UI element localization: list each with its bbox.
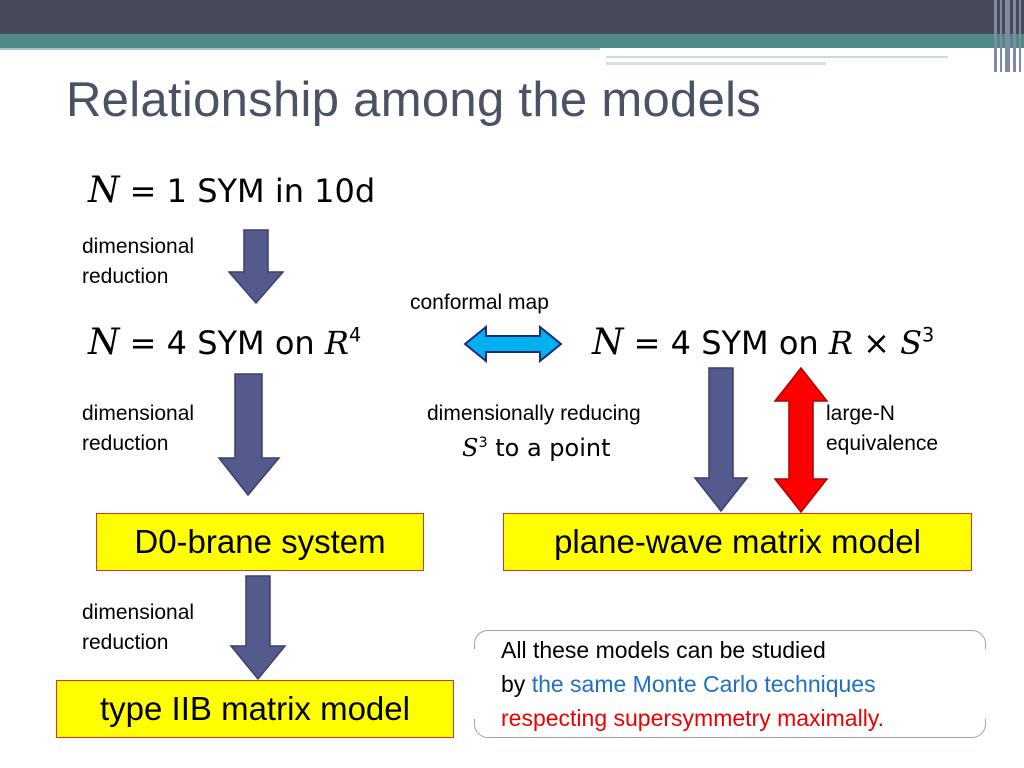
- down-arrow-icon: [229, 575, 287, 681]
- note-line-2: by the same Monte Carlo techniques: [501, 667, 985, 701]
- calligraphic-n: N: [592, 322, 624, 363]
- header-stripe: [994, 0, 997, 72]
- note-blue-text: the same Monte Carlo techniques: [531, 671, 876, 697]
- down-arrow-icon: [217, 373, 281, 497]
- note-line-3: respecting supersymmetry maximally.: [501, 705, 885, 731]
- label-line: dimensional: [82, 402, 195, 425]
- label-line: large-N: [826, 402, 895, 425]
- bracket-gap: [983, 649, 989, 719]
- expr-text: = 1 SYM in 10d: [129, 172, 376, 210]
- double-arrow-red-icon: [773, 366, 829, 514]
- label-line: dimensional: [82, 601, 195, 624]
- label-line: equivalence: [826, 432, 939, 455]
- expr-text: = 4 SYM on: [129, 324, 325, 362]
- note-prefix: by: [501, 671, 532, 697]
- down-arrow-icon: [227, 229, 285, 305]
- times-sign: ×: [852, 324, 901, 362]
- calligraphic-n: N: [88, 322, 120, 363]
- box-type-iib-matrix-model: type IIB matrix model: [56, 680, 454, 738]
- superscript: 4: [348, 323, 362, 347]
- note-callout: All these models can be studied by the s…: [471, 630, 989, 738]
- label-conformal-map: conformal map: [410, 291, 549, 314]
- expr-n4-sym-r4: N = 4 SYM on R4: [88, 322, 361, 363]
- superscript: 3: [478, 435, 488, 452]
- label-large-n-equivalence: large-N equivalence: [826, 399, 938, 459]
- header-stripe: [1019, 0, 1021, 72]
- label-line: reduction: [82, 432, 169, 455]
- superscript: 3: [922, 323, 935, 347]
- down-arrow-icon: [693, 367, 749, 513]
- label-line: dimensional: [82, 235, 195, 258]
- math-r: R: [324, 324, 349, 362]
- header-teal-bar: [0, 34, 1024, 48]
- header-thin-line: [606, 56, 948, 58]
- label-line: reduction: [82, 631, 169, 654]
- header-thin-line: [0, 48, 600, 50]
- label-text: to a point: [487, 434, 611, 462]
- box-d0-brane-system: D0-brane system: [96, 513, 424, 571]
- label-dimensional-reduction-2: dimensional reduction: [82, 399, 194, 459]
- label-dimensionally-reducing: dimensionally reducing: [427, 402, 641, 425]
- bracket-gap: [471, 649, 477, 719]
- calligraphic-n: N: [88, 170, 120, 211]
- math-r: R: [828, 324, 853, 362]
- expr-n1-sym-10d: N = 1 SYM in 10d: [88, 170, 375, 211]
- expr-text: = 4 SYM on: [633, 324, 829, 362]
- header-stripe: [1013, 0, 1016, 72]
- math-s: S: [900, 324, 923, 362]
- header-stripe: [1000, 0, 1002, 72]
- box-plane-wave-matrix-model: plane-wave matrix model: [503, 513, 972, 571]
- math-s: S: [462, 434, 479, 462]
- header-dark-bar: [0, 0, 1024, 34]
- label-dimensional-reduction-3: dimensional reduction: [82, 598, 194, 658]
- label-s3-to-point: S3 to a point: [462, 434, 611, 462]
- double-arrow-blue-icon: [463, 324, 563, 364]
- note-line-1: All these models can be studied: [501, 637, 826, 663]
- label-line: reduction: [82, 265, 169, 288]
- header-thin-line: [606, 62, 826, 65]
- slide-title: Relationship among the models: [66, 73, 762, 127]
- header-stripe: [1005, 0, 1010, 72]
- label-dimensional-reduction-1: dimensional reduction: [82, 232, 194, 292]
- expr-n4-sym-rxs3: N = 4 SYM on R × S3: [592, 322, 934, 363]
